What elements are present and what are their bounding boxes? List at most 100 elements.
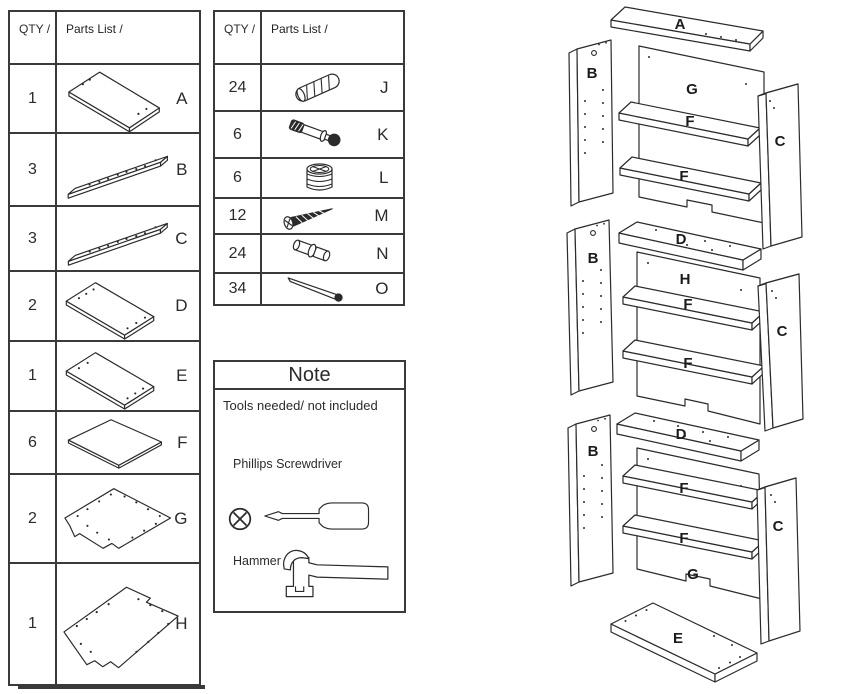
diagram-label-g1: G	[686, 81, 698, 98]
hardware-list-table: QTY / Parts List / 24 J	[213, 10, 405, 306]
side-panel-icon	[67, 155, 168, 199]
parts-row-g: 2 G	[10, 475, 199, 564]
part-letter: L	[379, 168, 389, 187]
side-panel-b-middle: B	[566, 219, 614, 396]
diagram-label-c2: C	[777, 323, 788, 340]
phillips-screwdriver-label: Phillips Screwdriver	[233, 457, 343, 471]
qty-value: 3	[10, 134, 57, 205]
screw-icon	[283, 208, 333, 230]
nail-icon	[287, 277, 343, 302]
top-panel-a: A	[610, 6, 764, 52]
hardware-row-j: 24 J	[215, 65, 403, 112]
part-letter: H	[175, 614, 188, 633]
diagram-label-f3: F	[683, 296, 692, 313]
parts-row-d: 2 D	[10, 272, 199, 342]
parts-row-b: 3 B	[10, 134, 199, 207]
hardware-table-header: QTY / Parts List /	[215, 12, 403, 65]
page-cutoff-line	[18, 685, 205, 689]
qty-value: 3	[10, 207, 57, 270]
top-panel-icon	[68, 71, 160, 132]
part-letter: D	[175, 296, 188, 315]
phillips-symbol-icon	[228, 507, 252, 531]
side-panel-c-bottom: C	[756, 477, 801, 645]
diagram-label-a: A	[675, 16, 686, 33]
qty-value: 24	[215, 235, 262, 272]
parts-row-f: 6 F	[10, 412, 199, 475]
qty-value: 2	[10, 272, 57, 340]
qty-value: 1	[10, 342, 57, 410]
phillips-screwdriver-icon	[264, 502, 370, 530]
side-panel-icon	[67, 222, 168, 266]
hammer-label: Hammer	[233, 554, 281, 568]
diagram-label-f1: F	[685, 113, 694, 130]
hardware-row-m: 12 M	[215, 199, 403, 235]
diagram-label-c3: C	[773, 518, 784, 535]
side-panel-c-top: C	[757, 83, 803, 250]
shelf-f-1: F	[618, 101, 761, 147]
fixed-shelf-d-1: D	[618, 221, 762, 271]
diagram-label-e: E	[673, 630, 683, 647]
parts-column-header: Parts List /	[66, 22, 123, 36]
diagram-label-f6: F	[679, 530, 688, 547]
parts-row-c: 3 C	[10, 207, 199, 272]
shelf-board-icon	[67, 419, 162, 469]
diagram-label-b2: B	[588, 250, 599, 267]
shelf-pin-icon	[292, 239, 331, 262]
shelf-f-6: F	[622, 514, 765, 560]
tools-needed-text: Tools needed/ not included	[223, 398, 378, 413]
bottom-panel-e: E	[610, 602, 758, 683]
part-letter: O	[375, 279, 389, 298]
qty-column-header: QTY /	[215, 12, 262, 63]
qty-value: 6	[215, 159, 262, 197]
part-letter: M	[374, 206, 389, 225]
cam-lock-icon	[306, 163, 333, 191]
diagram-label-h: H	[680, 271, 691, 288]
hammer-icon	[283, 549, 389, 598]
part-letter: B	[176, 159, 188, 179]
diagram-label-g2: G	[687, 566, 699, 583]
part-letter: K	[377, 124, 389, 144]
diagram-label-b1: B	[587, 65, 598, 82]
qty-value: 1	[10, 564, 57, 684]
part-letter: G	[174, 508, 188, 528]
qty-value: 6	[10, 412, 57, 473]
fixed-shelf-d-2: D	[616, 412, 760, 462]
note-title: Note	[215, 362, 404, 390]
shelf-f-2: F	[619, 156, 762, 202]
back-panel-h: H	[636, 251, 761, 425]
part-letter: N	[376, 243, 389, 263]
qty-value: 34	[215, 274, 262, 304]
side-panel-b-bottom: B	[567, 414, 614, 587]
back-panel-icon	[64, 488, 172, 549]
part-letter: E	[176, 366, 188, 385]
part-letter: F	[177, 432, 188, 452]
hardware-row-o: 34 O	[215, 274, 403, 304]
qty-column-header: QTY /	[10, 12, 57, 63]
side-panel-c-middle: C	[757, 273, 804, 432]
parts-row-h: 1 H	[10, 564, 199, 684]
diagram-label-f2: F	[679, 168, 688, 185]
qty-value: 6	[215, 112, 262, 157]
qty-value: 12	[215, 199, 262, 233]
hardware-row-n: 24 N	[215, 235, 403, 274]
shelf-f-4: F	[622, 339, 765, 385]
fixed-shelf-icon	[65, 282, 155, 340]
parts-row-a: 1 A	[10, 65, 199, 134]
qty-value: 24	[215, 65, 262, 110]
qty-value: 1	[10, 65, 57, 132]
diagram-label-d1: D	[676, 231, 687, 248]
hardware-row-k: 6 K	[215, 112, 403, 159]
note-box: Note Tools needed/ not included Phillips…	[213, 360, 406, 613]
diagram-label-f5: F	[679, 480, 688, 497]
part-letter: A	[176, 88, 188, 108]
panels-table-header: QTY / Parts List /	[10, 12, 199, 65]
parts-row-e: 1 E	[10, 342, 199, 412]
exploded-assembly-diagram: A G F F C	[566, 6, 804, 683]
side-panel-b-top: B	[568, 39, 614, 207]
part-letter: J	[380, 77, 389, 97]
diagram-label-d2: D	[676, 426, 687, 443]
part-letter: C	[175, 228, 188, 248]
hardware-row-l: 6 L	[215, 159, 403, 199]
diagram-label-f4: F	[683, 355, 692, 372]
